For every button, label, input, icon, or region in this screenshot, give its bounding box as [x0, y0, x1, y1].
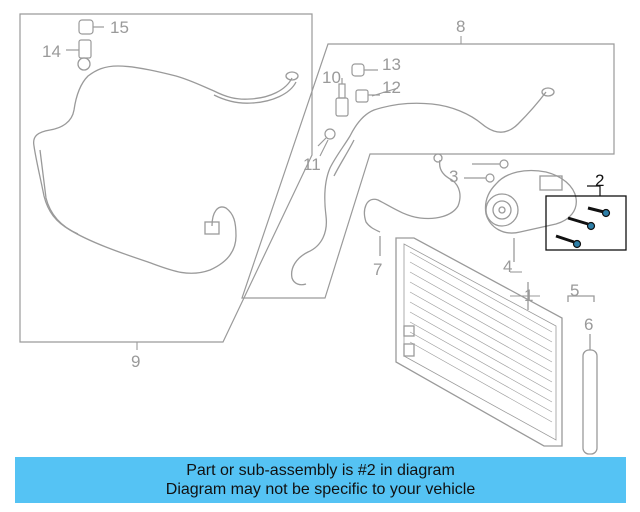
info-banner: Part or sub-assembly is #2 in diagram Di… [15, 457, 626, 503]
part-14-valve [66, 39, 92, 59]
callout-14: 14 [42, 42, 61, 61]
part-13-cap [351, 63, 378, 77]
compressor [484, 169, 577, 262]
hose-assembly-8 [290, 87, 555, 286]
callout-15: 15 [110, 18, 129, 37]
part-11-oring [317, 128, 336, 147]
callout-1: 1 [524, 286, 533, 305]
callout-10: 10 [322, 68, 341, 87]
callout-8: 8 [456, 17, 465, 36]
part-15-cap [78, 19, 104, 35]
callout-9: 9 [131, 352, 140, 371]
callout-2: 2 [595, 171, 604, 190]
hose-assembly-9 [32, 57, 299, 274]
part-10-switch [335, 78, 349, 117]
part-7-hose [363, 153, 461, 256]
part-2-bolts [545, 185, 627, 251]
callout-7: 7 [373, 260, 382, 279]
callout-11: 11 [303, 155, 321, 174]
callout-5: 5 [570, 281, 579, 300]
callout-6: 6 [584, 315, 593, 334]
callout-4: 4 [503, 257, 512, 276]
panel-9-frame [19, 13, 313, 343]
condenser [395, 237, 563, 447]
callout-3: 3 [449, 167, 458, 186]
part-3-fitting [464, 159, 509, 183]
callout-13: 13 [382, 55, 401, 74]
part-2-box [545, 195, 627, 251]
panel-8-frame [241, 43, 615, 299]
bolt-icon [555, 206, 611, 249]
banner-line-2: Diagram may not be specific to your vehi… [165, 481, 476, 498]
receiver-drier [567, 295, 598, 455]
callout-12: 12 [382, 78, 401, 97]
banner-line-1: Part or sub-assembly is #2 in diagram [186, 462, 455, 479]
part-12-valve [355, 89, 380, 103]
